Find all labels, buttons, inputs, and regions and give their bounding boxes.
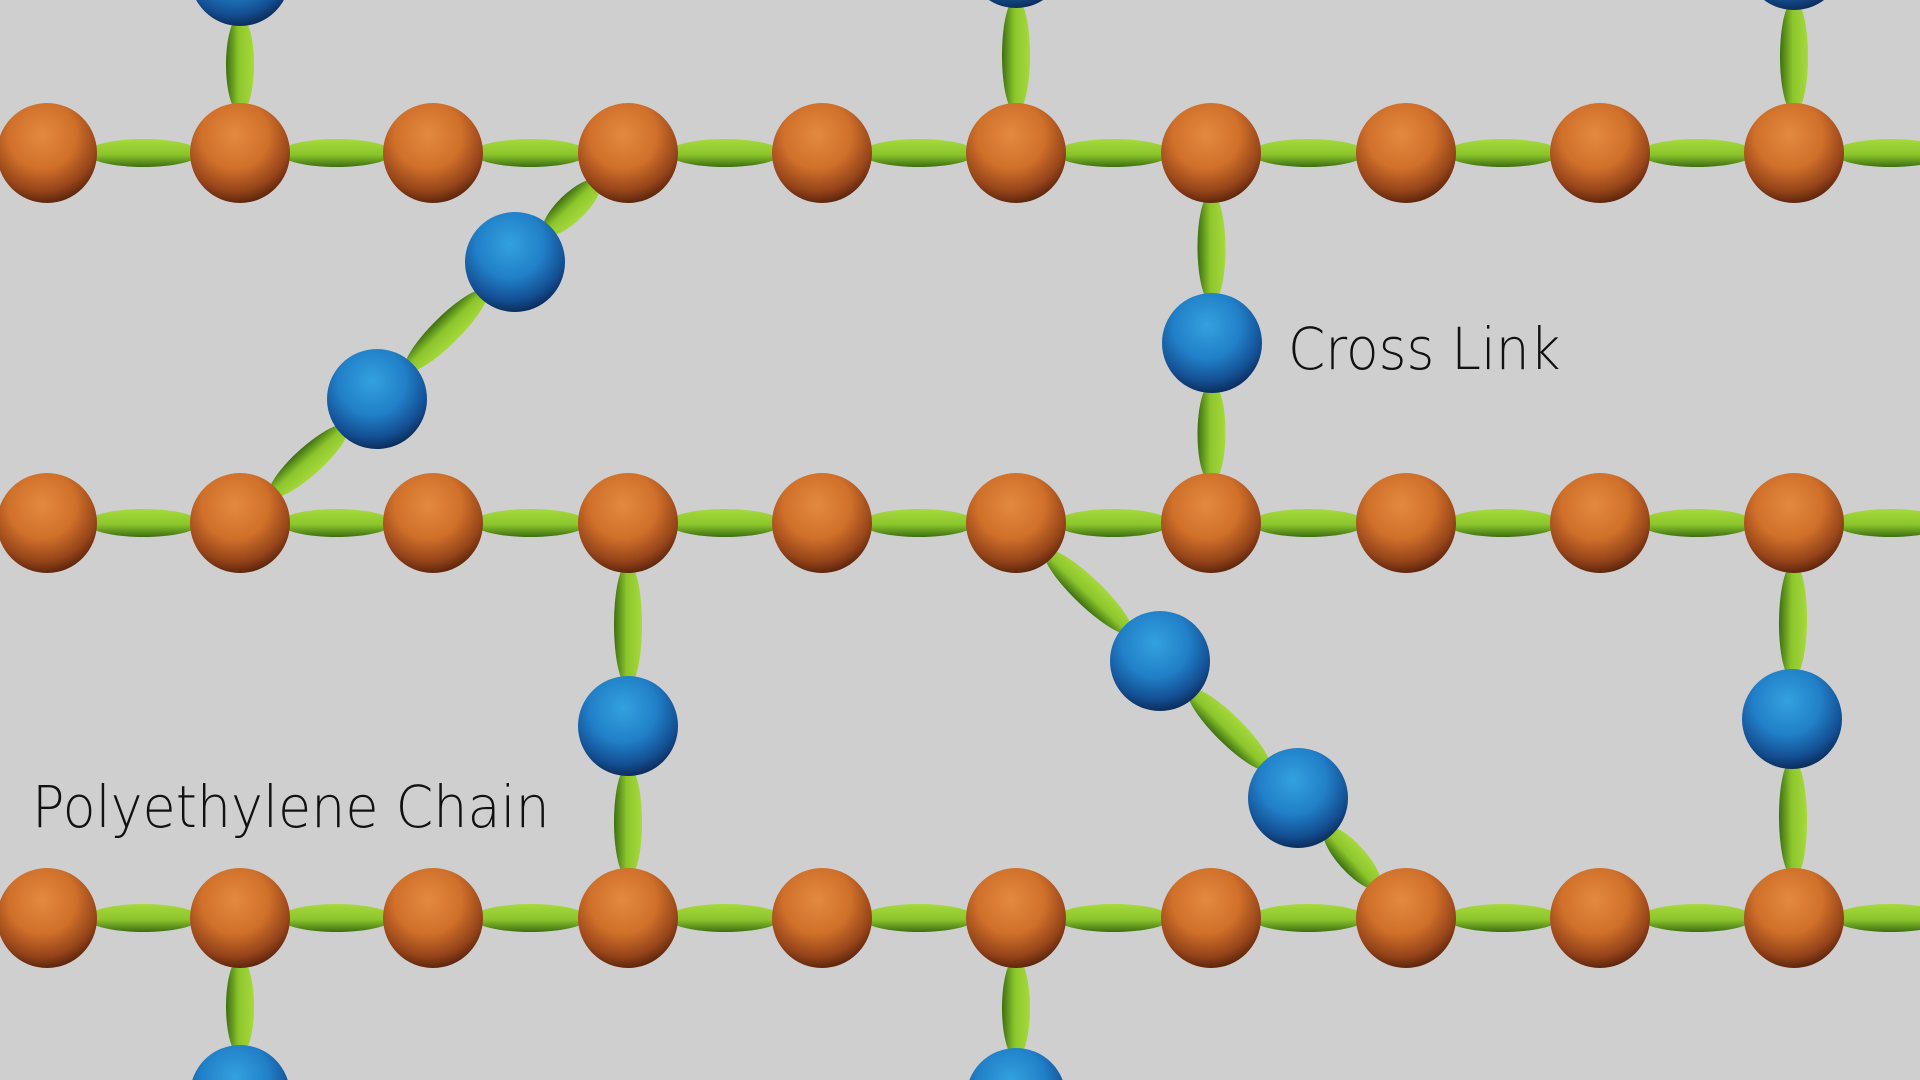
cross-link-bond: [1197, 382, 1226, 484]
chain-bond: [1446, 139, 1560, 167]
chain-bond: [1640, 509, 1754, 537]
carbon-atom: [966, 473, 1066, 573]
carbon-atom: [578, 103, 678, 203]
cross-link-atom: [327, 349, 427, 449]
cross-link-atom: [196, 0, 284, 26]
cross-link-bond: [1778, 758, 1808, 879]
carbon-atom: [383, 473, 483, 573]
chain-bond: [280, 509, 393, 537]
chain-bond: [1640, 904, 1754, 932]
chain-bond: [862, 509, 976, 537]
carbon-atom: [578, 868, 678, 968]
carbon-atom: [1744, 473, 1844, 573]
cross-link-atom: [1248, 748, 1348, 848]
cross-link-bond: [1780, 0, 1808, 113]
chain-bond: [1251, 509, 1366, 537]
carbon-atom: [0, 473, 97, 573]
cross-link-atom: [1742, 669, 1842, 769]
chain-bond: [862, 904, 976, 932]
chain-bond: [87, 139, 200, 167]
cross-link-label: Cross Link: [1288, 315, 1561, 383]
carbon-atom: [0, 103, 97, 203]
cross-link-bond: [1187, 687, 1271, 772]
chain-bond: [1056, 139, 1171, 167]
carbon-atom: [1161, 103, 1261, 203]
chain-bond: [1251, 904, 1366, 932]
cross-link-atom: [969, 1048, 1063, 1080]
chain-bond: [862, 139, 976, 167]
cross-link-atom: [1764, 0, 1824, 10]
cross-link-atom: [578, 676, 678, 776]
cross-link-atom: [988, 0, 1044, 8]
carbon-atom: [1356, 868, 1456, 968]
carbon-atom: [190, 103, 290, 203]
cross-link-bond: [614, 766, 642, 878]
chain-bond: [668, 509, 782, 537]
cross-link-bond: [614, 563, 642, 686]
bond-layer: [0, 0, 1920, 1058]
carbon-atom: [1161, 868, 1261, 968]
chain-bond: [473, 904, 588, 932]
carbon-atom: [1550, 473, 1650, 573]
chain-bond: [473, 139, 588, 167]
cross-link-bond: [542, 178, 601, 237]
carbon-atom: [966, 103, 1066, 203]
cross-link-bond: [1002, 0, 1030, 113]
carbon-atom: [0, 868, 97, 968]
cross-link-atom: [465, 212, 565, 312]
cross-link-bond: [268, 424, 349, 498]
chain-bond: [1251, 139, 1366, 167]
carbon-atom: [772, 103, 872, 203]
carbon-atom: [578, 473, 678, 573]
chain-bond: [280, 904, 393, 932]
chain-bond: [1056, 509, 1171, 537]
carbon-atom: [1161, 473, 1261, 573]
chain-bond: [1834, 139, 1920, 167]
chain-bond: [1446, 904, 1560, 932]
carbon-atom: [966, 868, 1066, 968]
cross-link-bond: [226, 958, 254, 1055]
chain-bond: [473, 509, 588, 537]
carbon-atom: [190, 473, 290, 573]
carbon-atom: [190, 868, 290, 968]
chain-bond: [1056, 904, 1171, 932]
cross-link-bond: [1322, 826, 1382, 890]
carbon-atom: [1744, 103, 1844, 203]
carbon-atom: [383, 103, 483, 203]
chain-bond: [1446, 509, 1560, 537]
cross-link-bond: [404, 288, 488, 373]
cross-link-bond: [1043, 549, 1133, 635]
chain-bond: [668, 904, 782, 932]
chain-bond: [1834, 904, 1920, 932]
cross-link-atom: [192, 1045, 288, 1080]
cross-link-atom: [1162, 293, 1262, 393]
chain-bond: [280, 139, 393, 167]
cross-link-bond: [1002, 958, 1030, 1058]
carbon-atom: [1356, 103, 1456, 203]
chain-bond: [87, 509, 200, 537]
carbon-atom: [1744, 868, 1844, 968]
cross-link-bond: [226, 16, 254, 113]
chain-bond: [1834, 509, 1920, 537]
chain-bond: [87, 904, 200, 932]
cross-link-atom: [1110, 611, 1210, 711]
chain-bond: [1640, 139, 1754, 167]
atom-layer: [0, 0, 1844, 1080]
cross-link-bond: [1778, 562, 1808, 680]
carbon-atom: [1550, 868, 1650, 968]
carbon-atom: [772, 473, 872, 573]
carbon-atom: [1550, 103, 1650, 203]
carbon-atom: [1356, 473, 1456, 573]
carbon-atom: [383, 868, 483, 968]
cross-link-bond: [1197, 192, 1226, 304]
polyethylene-chain-label: Polyethylene Chain: [32, 773, 550, 841]
chain-bond: [668, 139, 782, 167]
carbon-atom: [772, 868, 872, 968]
